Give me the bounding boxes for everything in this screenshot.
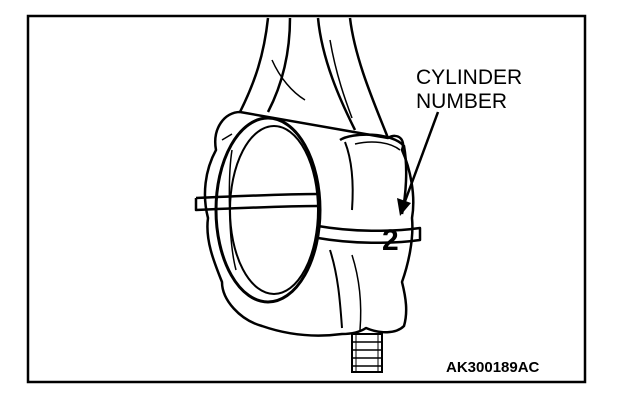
callout-label-line1: CYLINDER <box>416 66 522 89</box>
cap-bolt <box>351 333 383 373</box>
figure-border <box>26 14 587 384</box>
big-end-body <box>194 110 422 337</box>
figure-code: AK300189AC <box>446 359 540 376</box>
cylinder-number-stamp: 2 <box>382 224 399 257</box>
bearing-bore <box>214 116 322 304</box>
callout-label-line2: NUMBER <box>416 90 507 113</box>
callout-arrow <box>397 111 440 216</box>
